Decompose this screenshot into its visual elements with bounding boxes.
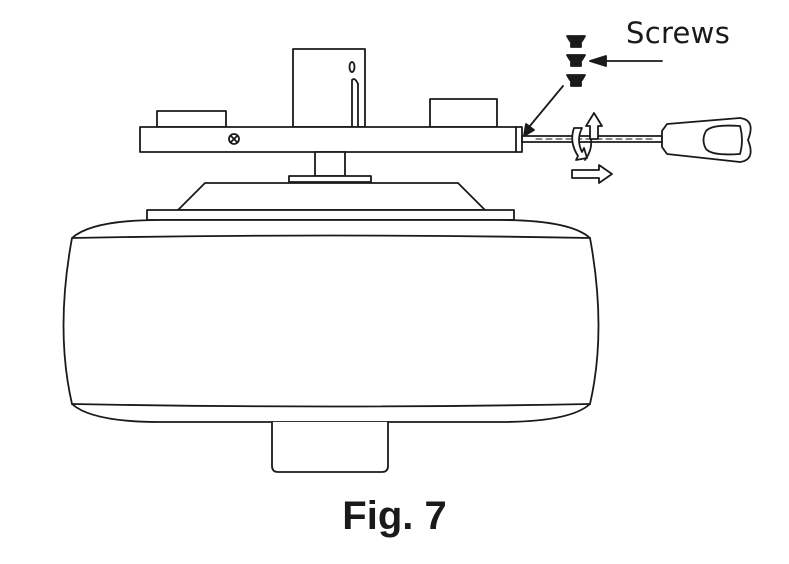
screwdriver: [522, 118, 751, 162]
down-rod: [289, 152, 371, 182]
screw-3: [567, 75, 585, 86]
right-bracket-block: [430, 99, 497, 127]
screw-1: [567, 36, 585, 47]
up-arrow-icon: [586, 113, 602, 139]
mounting-post: [293, 49, 365, 127]
bracket-pointer-line: [524, 86, 563, 136]
right-arrow-icon: [572, 165, 612, 183]
mounting-bracket: [140, 127, 522, 152]
fan-body: [64, 220, 599, 422]
screws-label: Screws: [626, 16, 731, 50]
left-bracket-block: [157, 111, 226, 127]
screws-leader-line: [590, 56, 662, 66]
rotate-arrow-icon: [572, 128, 591, 160]
screw-2: [567, 55, 585, 66]
figure-caption: Fig. 7: [342, 494, 447, 538]
bottom-cap: [272, 422, 388, 472]
motor-housing-top: [147, 183, 514, 220]
screws-group: [567, 36, 585, 86]
